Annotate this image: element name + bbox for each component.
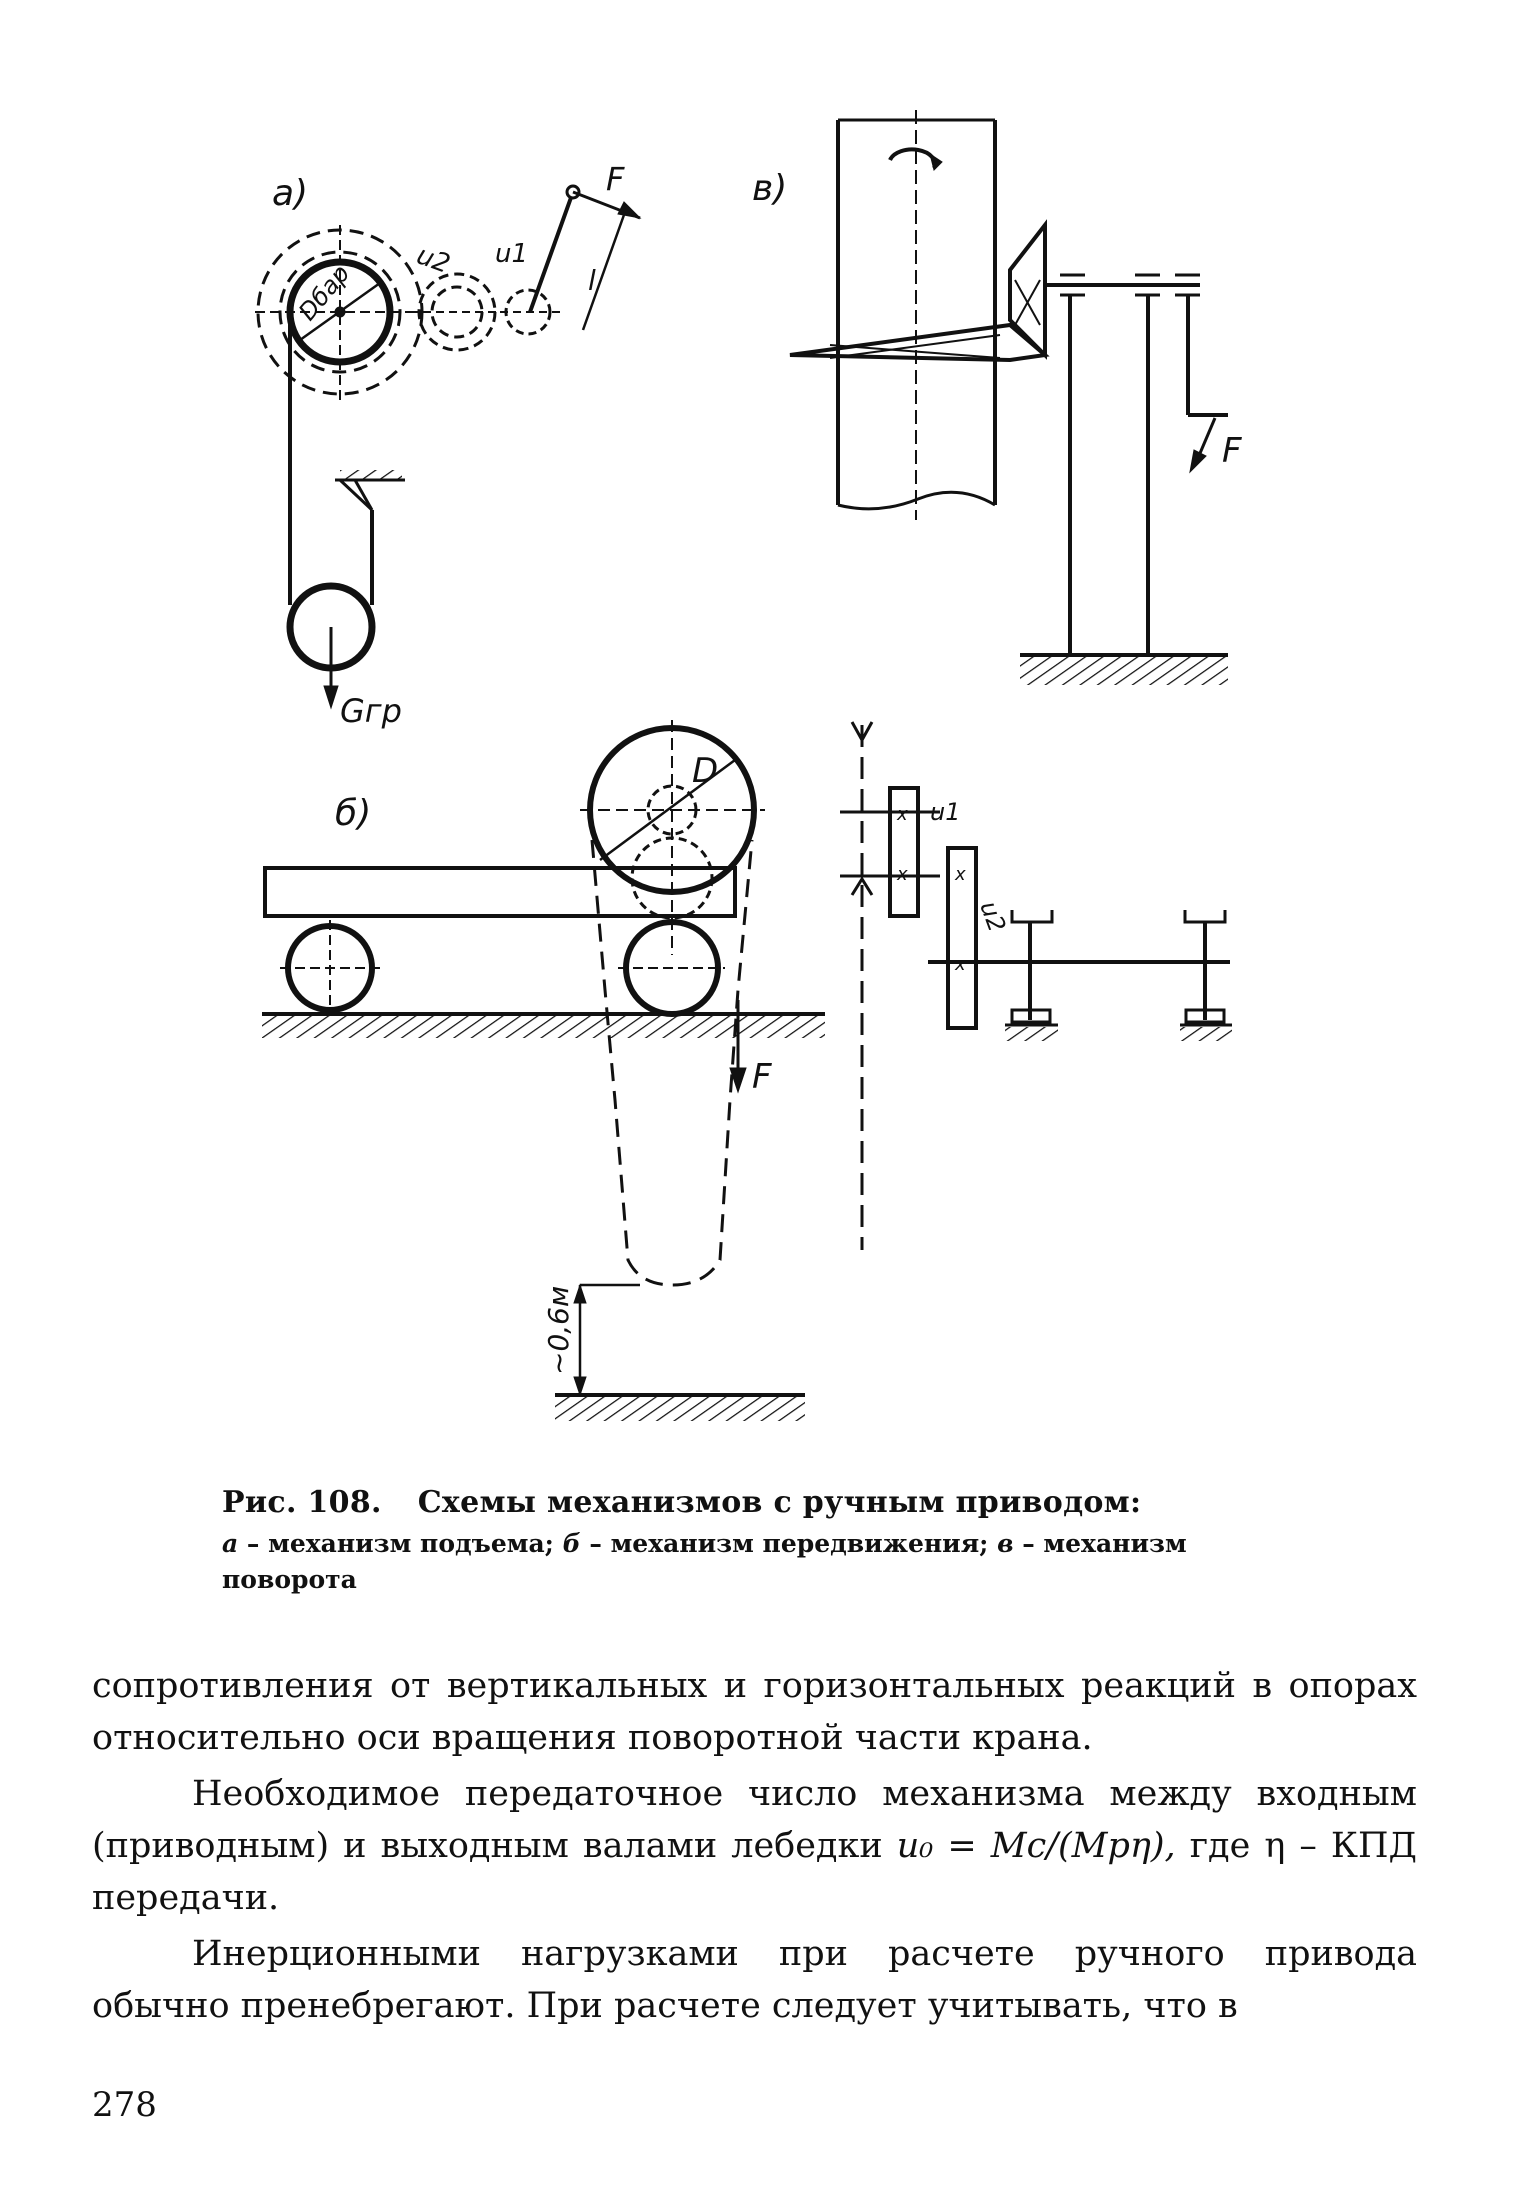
paragraph-1: сопротивления от вертикальных и горизонт…: [92, 1666, 1417, 1758]
panel-c-slewing: в) F: [752, 110, 1242, 685]
travel-kinematic-scheme: x x u1 x x u2: [840, 721, 1232, 1250]
desc-c-text: – механизм поворота: [222, 1529, 1187, 1594]
chain-force-label: F: [752, 1057, 772, 1097]
travel-u1-label: u1: [930, 798, 960, 826]
paragraph-3: Инерционными нагрузками при расчете ручн…: [92, 1934, 1417, 2026]
svg-text:x: x: [896, 804, 908, 825]
paragraph-2-text: Необходимое передаточное число механизма…: [92, 1774, 1417, 1866]
crank-force-label: F: [606, 160, 625, 198]
figure-number: Рис. 108.: [222, 1485, 382, 1520]
paragraph-2: Необходимое передаточное число механизма…: [92, 1768, 1417, 1924]
body-text: сопротивления от вертикальных и горизонт…: [92, 1660, 1417, 2032]
desc-a-letter: а: [222, 1529, 239, 1558]
travel-u2-label: u2: [974, 897, 1011, 935]
load-weight-label: Gгр: [340, 692, 402, 730]
mechanism-schemes-figure: a) Dбар u2 u1 F l Gгр: [255, 110, 1242, 1421]
desc-a-text: – механизм подъема;: [238, 1529, 563, 1558]
desc-b-letter: б: [562, 1529, 581, 1558]
svg-text:x: x: [896, 864, 908, 885]
panel-b-travel: б) D F ~0,6м: [262, 720, 825, 1421]
chain-height-label: ~0,6м: [542, 1286, 575, 1375]
caption-title-line: Рис. 108. Схемы механизмов с ручным приво…: [222, 1485, 1322, 1520]
hand-wheel-diameter-label: D: [692, 751, 718, 791]
panel-b-label: б): [335, 793, 371, 834]
slew-force-label: F: [1222, 431, 1242, 471]
figure-caption: Рис. 108. Схемы механизмов с ручным приво…: [222, 1485, 1322, 1598]
paragraph-2-end: где η – КПД передачи.: [92, 1826, 1417, 1918]
panel-a-label: a): [272, 173, 308, 214]
caption-description: а – механизм подъема; б – механизм перед…: [222, 1526, 1302, 1598]
svg-text:x: x: [954, 864, 966, 885]
panel-a-hoist: a) Dбар u2 u1 F l Gгр: [255, 160, 642, 730]
figure-title: Схемы механизмов с ручным приводом:: [417, 1485, 1142, 1520]
desc-b-text: – механизм передвижения;: [580, 1529, 998, 1558]
crank-length-label: l: [588, 264, 596, 297]
drum-diameter-label: Dбар: [293, 259, 355, 325]
page-number: 278: [92, 2085, 157, 2125]
gear-ratio-u1: u1: [495, 239, 528, 269]
gear-ratio-formula: u₀ = Mс/(Mрη),: [896, 1826, 1176, 1866]
desc-c-letter: в: [997, 1529, 1014, 1558]
svg-text:x: x: [954, 954, 966, 975]
panel-c-label: в): [752, 168, 787, 209]
